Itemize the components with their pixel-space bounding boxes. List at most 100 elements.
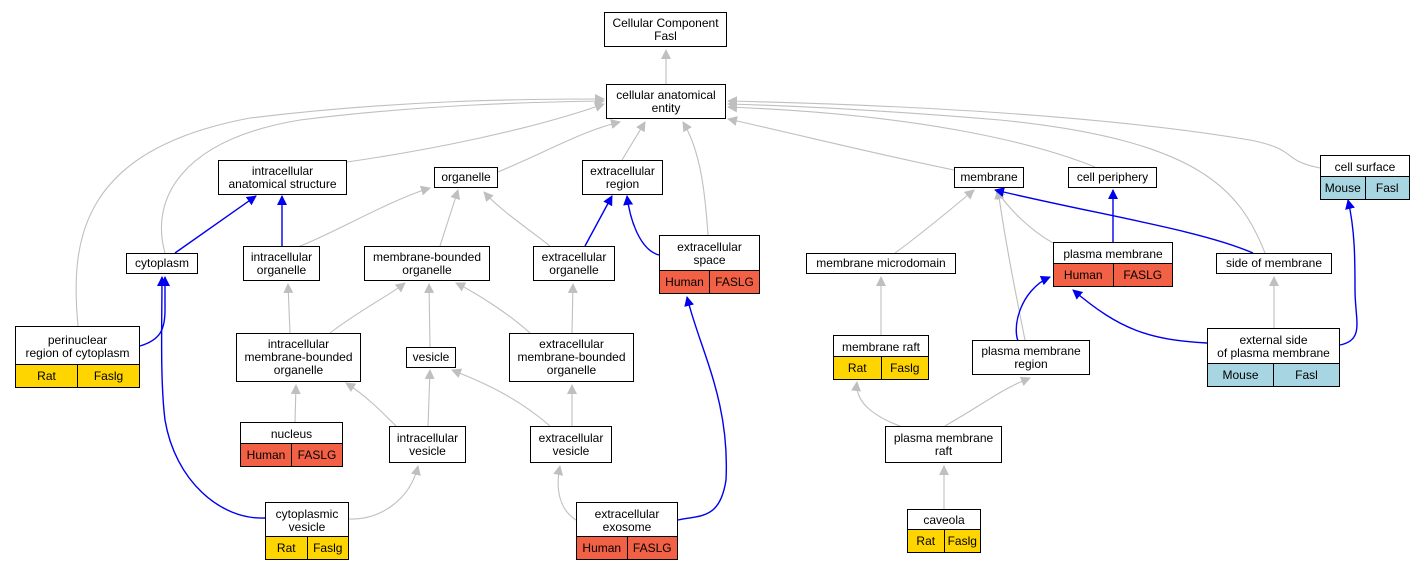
node-cellular-anatomical-entity[interactable]: cellular anatomical entity (606, 84, 726, 119)
species-tag: Rat (908, 530, 944, 552)
edge-annotated (994, 187, 1254, 254)
edge-is-a (329, 282, 406, 334)
edge-annotated (1339, 199, 1358, 346)
edge-is-a (995, 189, 1054, 244)
node-membrane-microdomain[interactable]: membrane microdomain (806, 253, 956, 274)
node-extracellular-membrane-bounded-organelle[interactable]: extracellular membrane-bounded organelle (509, 333, 634, 382)
node-cellular-component-root[interactable]: Cellular Component Fasl (604, 12, 727, 47)
edge-is-a (283, 283, 294, 334)
node-label: Cellular Component Fasl (612, 15, 719, 43)
node-vesicle[interactable]: vesicle (406, 347, 456, 368)
node-label: perinuclear region of cytoplasm (25, 332, 130, 360)
node-label: extracellular organelle (541, 249, 607, 277)
node-membrane-bounded-organelle[interactable]: membrane-bounded organelle (364, 246, 490, 281)
edge-is-a (348, 465, 421, 520)
node-intracellular-membrane-bounded-organelle[interactable]: intracellular membrane-bounded organelle (236, 333, 361, 382)
species-tag: Rat (266, 537, 307, 559)
node-side-of-membrane[interactable]: side of membrane (1216, 253, 1332, 274)
node-label: membrane raft (841, 339, 921, 354)
edge-is-a (75, 94, 605, 327)
gene-tag: FASLG (1112, 264, 1172, 286)
edge-is-a (994, 189, 1026, 341)
node-label: extracellular vesicle (538, 430, 604, 458)
edge-annotated (677, 296, 728, 521)
edge-is-a (727, 96, 1321, 169)
node-label: intracellular vesicle (396, 430, 459, 458)
edge-is-a (567, 283, 578, 334)
node-label: extracellular region (590, 163, 655, 191)
node-label: membrane (960, 170, 1018, 184)
node-label: extracellular membrane-bounded organelle (517, 337, 626, 377)
node-label: cellular anatomical entity (616, 87, 716, 115)
node-label: cytoplasmic vesicle (275, 506, 339, 534)
node-intracellular-anatomical-structure[interactable]: intracellular anatomical structure (218, 160, 347, 195)
node-extracellular-region[interactable]: extracellular region (582, 160, 663, 195)
node-plasma-membrane-region[interactable]: plasma membrane region (972, 340, 1090, 375)
species-tag: Human (1054, 264, 1113, 286)
edge-annotated (174, 195, 257, 254)
species-tag: Mouse (1321, 177, 1365, 199)
edge-is-a (439, 189, 461, 247)
node-label: membrane-bounded organelle (372, 249, 482, 277)
node-label: membrane microdomain (816, 256, 946, 270)
node-label: intracellular organelle (250, 249, 313, 277)
node-intracellular-organelle[interactable]: intracellular organelle (243, 246, 320, 281)
edge-is-a (290, 384, 301, 423)
node-extracellular-organelle[interactable]: extracellular organelle (533, 246, 615, 281)
edge-is-a (455, 282, 531, 334)
node-intracellular-vesicle[interactable]: intracellular vesicle (389, 426, 466, 463)
edge-is-a (299, 185, 431, 247)
edge-is-a (727, 102, 1096, 168)
edge-annotated (156, 276, 266, 519)
node-cell-periphery[interactable]: cell periphery (1068, 167, 1157, 188)
node-membrane[interactable]: membrane (954, 167, 1024, 188)
edge-is-a (497, 119, 621, 173)
node-label: organelle (441, 170, 491, 184)
node-label: plasma membrane region (981, 343, 1081, 371)
node-label: cytoplasm (134, 256, 190, 270)
node-label: external side of plasma membrane (1217, 333, 1330, 360)
edge-is-a (483, 191, 551, 247)
edge-is-a (424, 283, 435, 348)
node-label: extracellular space (677, 240, 742, 267)
edge-is-a (894, 189, 975, 254)
edge-is-a (944, 376, 1031, 427)
edge-is-a (345, 382, 397, 427)
gene-tag: Fasl (1273, 364, 1339, 386)
node-extracellular-vesicle[interactable]: extracellular vesicle (530, 426, 612, 463)
edge-is-a (621, 121, 646, 161)
node-label: intracellular membrane-bounded organelle (244, 337, 353, 377)
edge-is-a (727, 116, 955, 171)
node-cytoplasm[interactable]: cytoplasm (126, 253, 198, 274)
node-label: plasma membrane raft (893, 430, 994, 458)
gene-tag: FASLG (709, 271, 759, 293)
node-label: plasma membrane (1063, 246, 1163, 261)
edge-is-a (424, 369, 435, 427)
node-plasma-membrane-raft[interactable]: plasma membrane raft (885, 426, 1002, 463)
species-tag: Rat (16, 365, 77, 387)
node-label: side of membrane (1225, 256, 1323, 270)
edge-annotated (1015, 276, 1051, 346)
node-organelle[interactable]: organelle (434, 167, 498, 188)
node-label: vesicle (412, 350, 450, 364)
node-label: intracellular anatomical structure (228, 163, 337, 191)
edge-is-a (682, 121, 709, 236)
gene-tag: FASLG (626, 537, 677, 559)
species-tag: Mouse (1208, 364, 1273, 386)
